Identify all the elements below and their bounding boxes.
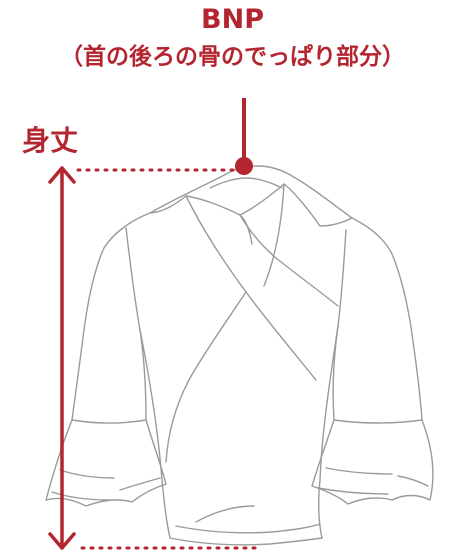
bnp-point-marker	[235, 157, 253, 175]
bnp-description: （首の後ろの骨のでっぱり部分）	[60, 44, 405, 70]
blouse-hem	[169, 537, 323, 546]
arrow-head-bottom	[48, 532, 76, 550]
wrap-blouse-illustration	[45, 165, 434, 546]
blouse-right-cuff	[311, 419, 434, 505]
arrow-head-top	[48, 166, 76, 184]
blouse-right-sleeve	[351, 217, 423, 421]
blouse-left-sleeve	[71, 212, 151, 421]
body-length-arrow	[48, 166, 76, 550]
blouse-left-cuff	[45, 419, 167, 507]
body-length-label: 身丈	[22, 124, 79, 157]
blouse-wrap-front	[239, 214, 339, 307]
bnp-title: BNP	[201, 4, 264, 35]
blouse-collar	[149, 165, 353, 227]
